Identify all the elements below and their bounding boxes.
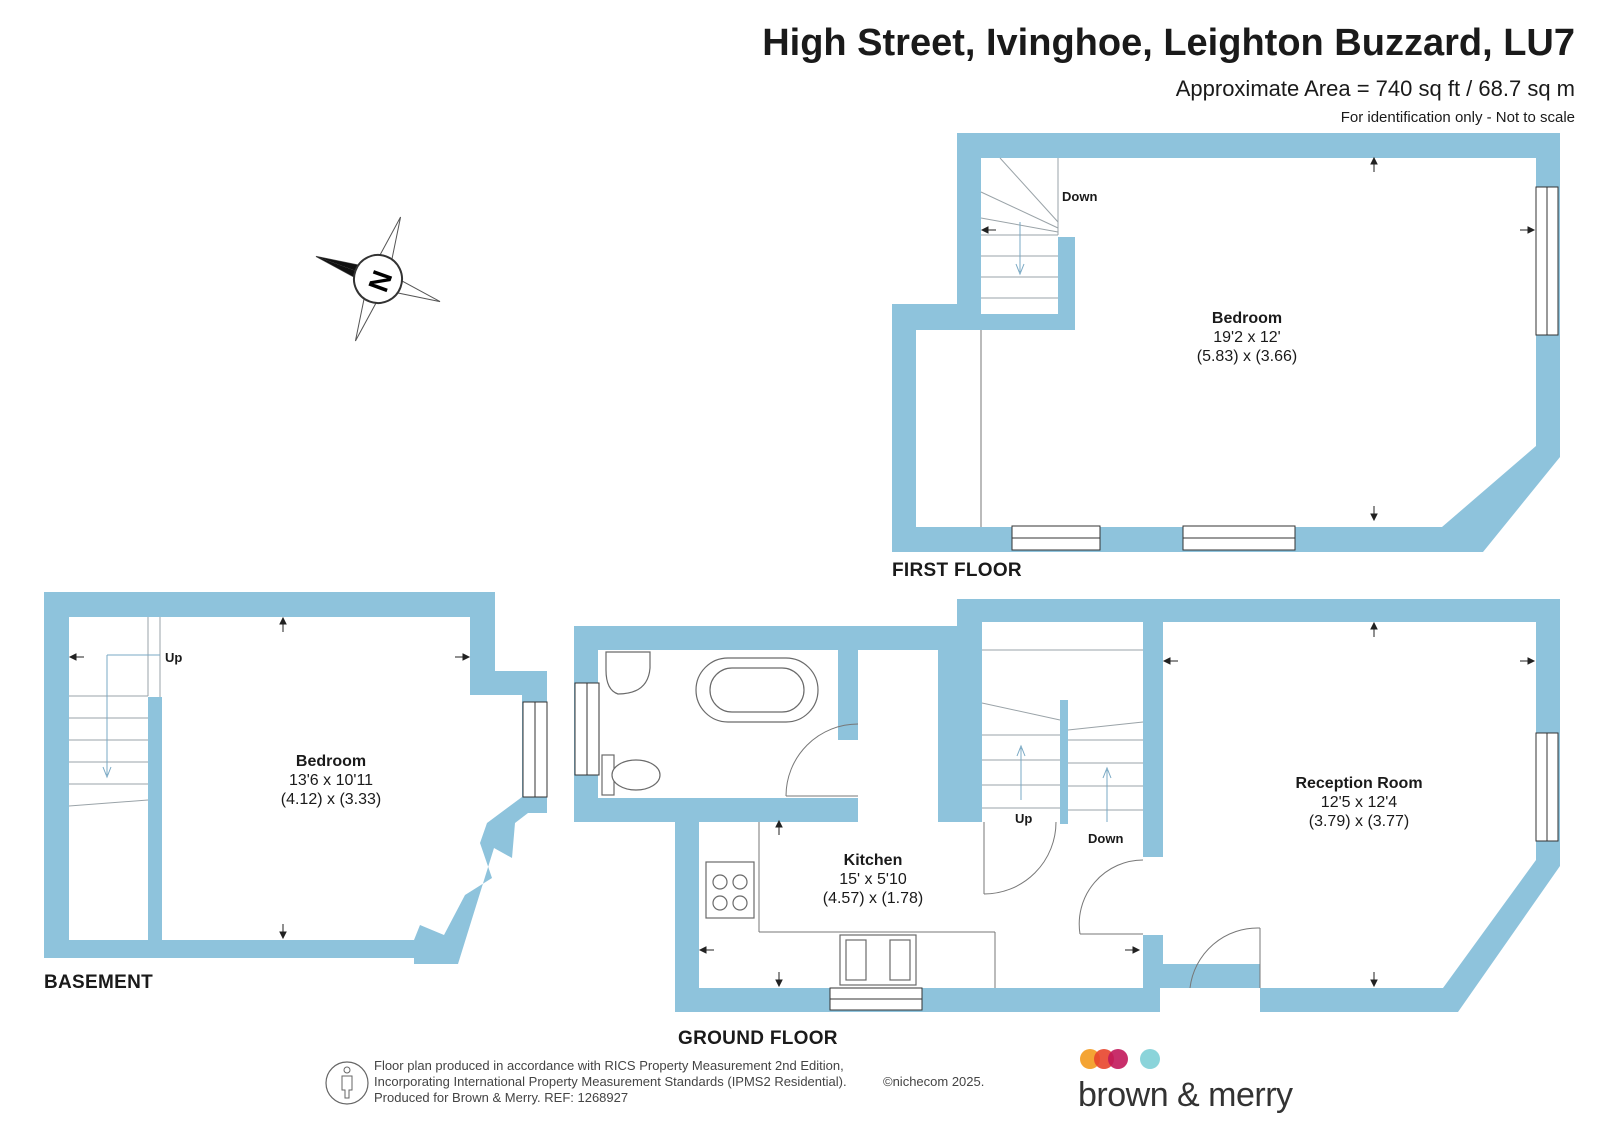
room-name: Bedroom xyxy=(295,753,367,770)
reception-door-swing xyxy=(1078,859,1144,935)
footer-line-3: Produced for Brown & Merry. REF: 1268927 xyxy=(374,1090,629,1105)
first-floor-stairs-down-label: Down xyxy=(1062,189,1098,204)
room-size-imperial: 12'5 x 12'4 xyxy=(1320,794,1398,811)
first-floor-walls xyxy=(892,133,1560,552)
first-floor-plan xyxy=(892,133,1560,552)
approximate-area: Approximate Area = 740 sq ft / 68.7 sq m xyxy=(1175,76,1575,101)
room-name: Kitchen xyxy=(843,852,903,869)
room-name: Reception Room xyxy=(1295,775,1423,792)
ground-floor-plan xyxy=(574,599,1560,1012)
toilet-bowl xyxy=(611,759,661,791)
room-size-metric: (5.83) x (3.66) xyxy=(1196,348,1298,365)
copyright: ©nichecom 2025. xyxy=(883,1074,985,1089)
ground-floor-stairs xyxy=(981,649,1261,989)
stair-door-swing xyxy=(983,821,1057,895)
room-size-imperial: 13'6 x 10'11 xyxy=(288,772,374,789)
chimney-breast xyxy=(938,650,982,822)
entrance-door-swing xyxy=(1189,927,1261,989)
brand-logo-dots xyxy=(1080,1049,1160,1069)
reception-partition-lower xyxy=(1143,935,1163,988)
room-name: Bedroom xyxy=(1211,310,1283,327)
footer-note: Floor plan produced in accordance with R… xyxy=(374,1058,847,1106)
first-floor-dimension-arrows xyxy=(980,156,1536,522)
basement-plan xyxy=(44,592,548,964)
first-floor-label: FIRST FLOOR xyxy=(892,560,1022,581)
first-floor-stairs xyxy=(980,157,1059,527)
kitchen-hob xyxy=(705,861,755,919)
north-compass-icon xyxy=(315,216,441,342)
kitchen-label: Kitchen 15' x 5'10 (4.57) x (1.78) xyxy=(823,851,923,908)
basement-bedroom-label: Bedroom 13'6 x 10'11 (4.12) x (3.33) xyxy=(281,752,381,809)
page-title: High Street, Ivinghoe, Leighton Buzzard,… xyxy=(762,22,1575,64)
brand-name: brown & merry xyxy=(1078,1076,1293,1114)
basement-stairs-up-label: Up xyxy=(165,650,183,665)
basement-dimension-arrows xyxy=(68,616,471,940)
basement-stairs xyxy=(68,617,161,807)
room-size-metric: (3.79) x (3.77) xyxy=(1308,813,1410,830)
first-floor-stair-wall xyxy=(1058,237,1075,330)
room-size-imperial: 15' x 5'10 xyxy=(839,871,907,888)
ground-floor-walls xyxy=(574,599,1560,1012)
first-floor-bedroom-label: Bedroom 19'2 x 12' (5.83) x (3.66) xyxy=(1197,309,1297,366)
footer-line-2: Incorporating International Property Mea… xyxy=(374,1074,847,1089)
identification-note: For identification only - Not to scale xyxy=(1340,109,1575,126)
bathroom-kitchen-wall xyxy=(598,798,858,822)
first-floor-stair-wall-bottom xyxy=(981,314,1075,330)
ground-stairs-up-label: Up xyxy=(1015,811,1033,826)
reception-room-label: Reception Room 12'5 x 12'4 (3.79) x (3.7… xyxy=(1295,774,1422,831)
basement-stair-wall xyxy=(148,697,162,940)
basement-label: BASEMENT xyxy=(44,972,154,993)
ground-stairs-down-label: Down xyxy=(1088,831,1124,846)
room-size-metric: (4.57) x (1.78) xyxy=(822,890,924,907)
footer-line-1: Floor plan produced in accordance with R… xyxy=(374,1058,844,1073)
bath-tub-inner xyxy=(709,667,805,713)
room-size-metric: (4.12) x (3.33) xyxy=(280,791,382,808)
ground-floor-label: GROUND FLOOR xyxy=(678,1028,838,1049)
person-figure-icon xyxy=(325,1061,369,1105)
room-size-imperial: 19'2 x 12' xyxy=(1213,329,1281,346)
bathroom-basin xyxy=(605,651,651,695)
ground-floor-dimension-arrows xyxy=(698,621,1536,988)
bathroom-partition xyxy=(838,650,858,740)
bathroom-door-swing xyxy=(785,723,859,797)
reception-partition xyxy=(1143,622,1163,857)
